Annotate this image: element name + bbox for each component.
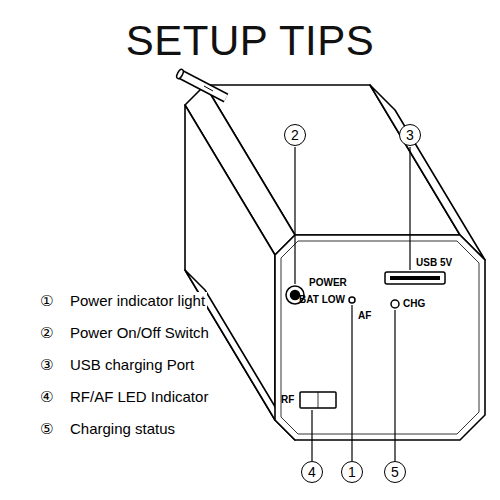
- legend-text: USB charging Port: [68, 356, 196, 374]
- panel-label: POWER: [309, 277, 347, 289]
- leader-line: [294, 147, 295, 284]
- left-face: [185, 105, 275, 420]
- front-inset: [281, 241, 479, 434]
- legend-text: Charging status: [68, 420, 177, 438]
- callout-circle: 5: [384, 461, 406, 483]
- power-indicator-light: [349, 297, 355, 303]
- rf-af-led-divider: [318, 392, 319, 408]
- power-switch-knob: [291, 291, 300, 300]
- callout-number: ④: [40, 388, 53, 406]
- legend-text: Power indicator light: [68, 292, 207, 310]
- callout-circle: 1: [341, 461, 363, 483]
- callout-number: ③: [40, 356, 53, 374]
- leader-line: [351, 305, 352, 461]
- charging-status-light: [391, 300, 399, 308]
- top-right-chamfer: [370, 85, 485, 260]
- panel-label: BAT LOW: [299, 294, 345, 306]
- panel-label: AF: [358, 310, 371, 322]
- callout-number: 2: [291, 128, 299, 142]
- callout-number: ①: [40, 292, 53, 310]
- panel-label: RF: [281, 394, 294, 406]
- usb-port: [385, 272, 445, 284]
- front-face: [275, 235, 485, 440]
- legend-text: RF/AF LED Indicator: [68, 388, 210, 406]
- antenna: [175, 68, 226, 98]
- page-title: SETUP TIPS: [126, 16, 375, 66]
- callout-circle: 2: [284, 124, 306, 146]
- callout-number: 5: [391, 465, 399, 479]
- callout-number: 1: [348, 465, 356, 479]
- leader-line: [311, 410, 312, 461]
- panel-label: CHG: [403, 298, 425, 310]
- callout-circle: 3: [399, 124, 421, 146]
- leader-line: [409, 147, 410, 270]
- legend-text: Power On/Off Switch: [68, 324, 211, 342]
- panel-label: USB 5V: [416, 257, 452, 269]
- leader-line: [394, 310, 395, 461]
- callout-circle: 4: [301, 461, 323, 483]
- callout-number: ⑤: [40, 420, 53, 438]
- usb-port-tongue: [390, 276, 440, 280]
- callout-number: 3: [406, 128, 414, 142]
- callout-number: 4: [308, 465, 316, 479]
- callout-number: ②: [40, 324, 53, 342]
- rf-af-led: [300, 392, 336, 408]
